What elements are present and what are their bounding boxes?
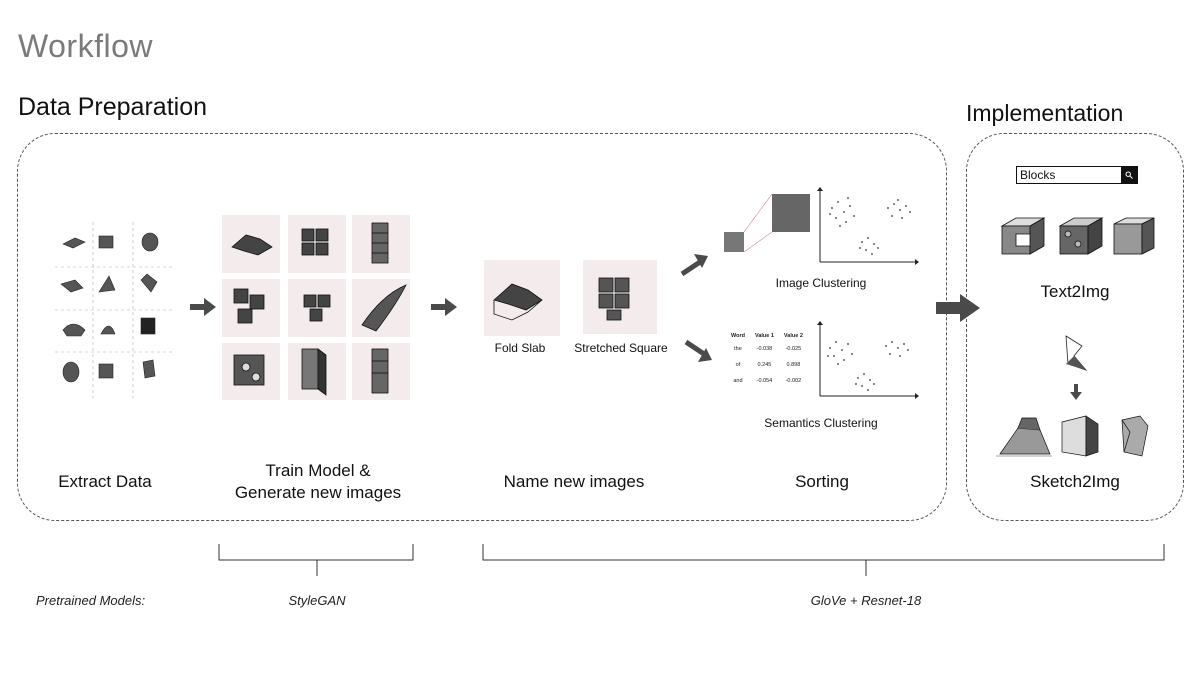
fold-slab-label: Fold Slab bbox=[494, 341, 546, 355]
step-sorting: Sorting bbox=[795, 472, 849, 491]
image-clustering-label: Image Clustering bbox=[775, 276, 867, 290]
implementation-heading: Implementation bbox=[966, 100, 1124, 126]
table-cell: -0.038 bbox=[756, 346, 773, 352]
data-preparation-heading: Data Preparation bbox=[18, 93, 208, 121]
text2img-label: Text2Img bbox=[1040, 282, 1110, 301]
arrow-up-icon bbox=[680, 254, 708, 277]
semantics-clustering-label: Semantics Clustering bbox=[764, 416, 878, 430]
step-train-line2: Generate new images bbox=[234, 483, 402, 502]
image-clustering-plot bbox=[724, 187, 919, 265]
table-cell: -0.054 bbox=[756, 378, 773, 384]
arrow-down-icon bbox=[684, 339, 712, 362]
search-bar[interactable]: Blocks bbox=[1016, 166, 1138, 184]
stylegan-label: StyleGAN bbox=[288, 593, 346, 608]
table-cell: and bbox=[733, 378, 743, 384]
arrow-icon bbox=[431, 298, 457, 316]
model-brackets bbox=[218, 544, 1165, 576]
table-cell: 0.245 bbox=[757, 362, 772, 368]
extracted-sketch-grid bbox=[55, 222, 175, 398]
table-header: Value 2 bbox=[783, 333, 803, 339]
step-train-line1: Train Model & bbox=[265, 461, 371, 480]
step-name-images: Name new images bbox=[503, 472, 645, 491]
arrow-down-icon bbox=[1070, 384, 1082, 400]
word-vector-table: Word Value 1 Value 2 the -0.038 -0.025 of 0… bbox=[726, 331, 808, 389]
table-cell: 0.898 bbox=[786, 362, 801, 368]
fold-slab-image bbox=[484, 260, 560, 336]
table-cell: -0.025 bbox=[785, 346, 802, 352]
table-cell: the bbox=[734, 346, 742, 352]
semantics-clustering-plot bbox=[817, 321, 919, 399]
table-header: Word bbox=[731, 333, 745, 339]
stretched-square-image bbox=[583, 260, 657, 334]
search-input[interactable]: Blocks bbox=[1020, 168, 1056, 182]
implementation-panel bbox=[966, 133, 1184, 521]
page-title: Workflow bbox=[18, 28, 153, 64]
table-header: Value 1 bbox=[754, 333, 774, 339]
step-train-model: Train Model & Generate new images bbox=[218, 460, 418, 504]
arrow-icon bbox=[936, 294, 980, 322]
data-preparation-panel bbox=[17, 133, 947, 521]
sketch2img-results bbox=[996, 415, 1149, 457]
sketch2img-label: Sketch2Img bbox=[1030, 472, 1120, 491]
search-icon bbox=[1125, 171, 1133, 179]
pretrained-models-label: Pretrained Models: bbox=[36, 593, 146, 608]
glove-resnet-label: GloVe + Resnet-18 bbox=[810, 593, 922, 608]
step-extract-data: Extract Data bbox=[58, 472, 152, 491]
search-button[interactable] bbox=[1121, 167, 1137, 183]
sketch-input bbox=[1065, 335, 1088, 371]
arrow-icon bbox=[190, 298, 216, 316]
table-cell: of bbox=[735, 362, 741, 368]
table-cell: -0.002 bbox=[785, 378, 802, 384]
text2img-results bbox=[1000, 217, 1155, 255]
stretched-square-label: Stretched Square bbox=[574, 341, 668, 355]
generated-images-grid bbox=[222, 215, 410, 400]
